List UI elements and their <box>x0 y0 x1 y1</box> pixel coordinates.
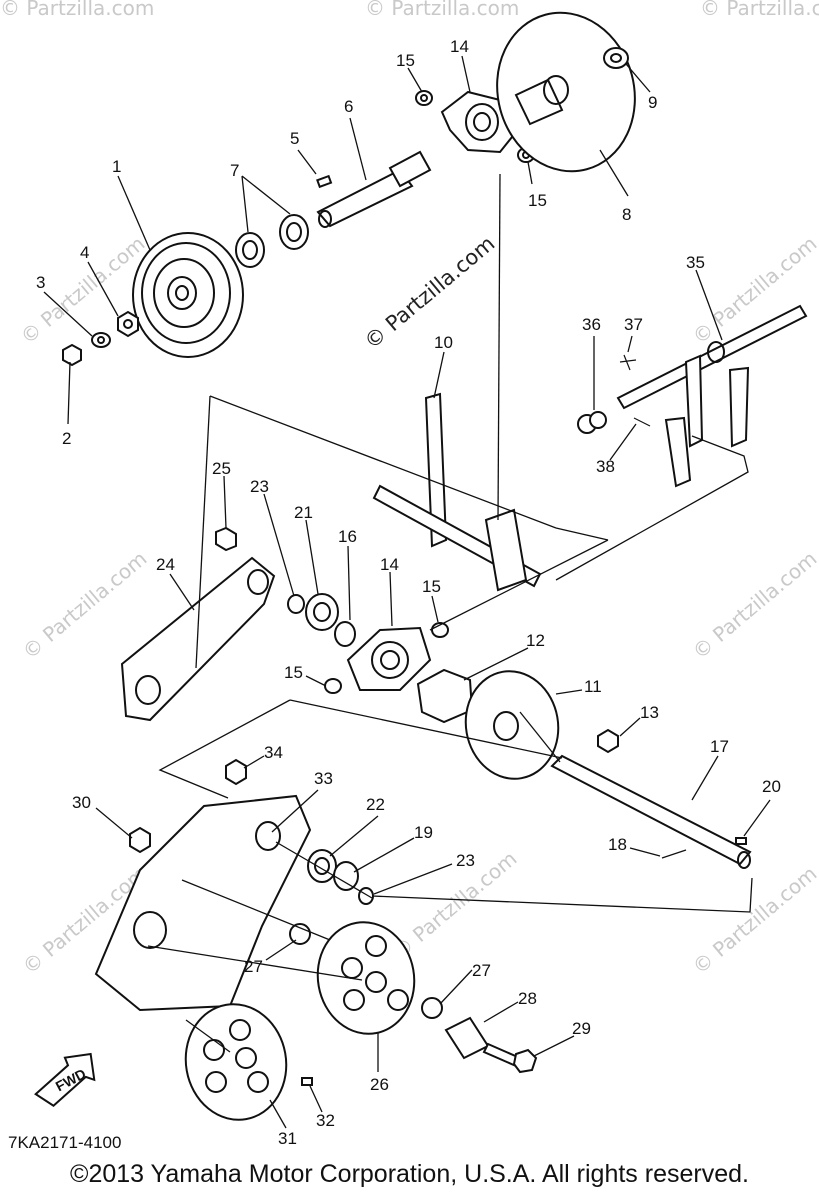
sprocket-26 <box>316 921 416 1035</box>
callout-20: 20 <box>762 777 781 796</box>
housing-14-mid <box>346 626 432 691</box>
collar-27-lower <box>421 997 443 1019</box>
washers-15-mid <box>324 622 449 694</box>
callout-35: 35 <box>686 253 705 272</box>
shift-shaft-35 <box>616 304 808 488</box>
fwd-arrow-icon: FWD <box>34 1052 96 1107</box>
nut-30 <box>129 826 151 854</box>
watermark-center: © Partzilla.com <box>360 231 500 354</box>
callout-14: 14 <box>450 37 469 56</box>
bolt-25 <box>215 526 237 552</box>
callout-2: 2 <box>62 429 71 448</box>
callout-23: 23 <box>456 851 475 870</box>
watermark-faint: © Partzilla.com <box>688 546 819 664</box>
watermark-faint: © Partzilla.com <box>18 546 152 664</box>
lever-10 <box>372 392 542 592</box>
ring-23-upper <box>287 594 305 614</box>
callout-16: 16 <box>338 527 357 546</box>
callout-34: 34 <box>264 743 283 762</box>
callout-5: 5 <box>290 129 299 148</box>
callout-30: 30 <box>72 793 91 812</box>
callout-13: 13 <box>640 703 659 722</box>
watermark-faint: © Partzilla.com <box>388 846 522 964</box>
pulley-1 <box>132 232 244 358</box>
watermark-faint: © Partzilla.com <box>365 0 519 20</box>
nut-4 <box>117 310 139 338</box>
callout-15: 15 <box>284 663 303 682</box>
drum-11 <box>464 670 560 780</box>
diagram-code: 7KA2171-4100 <box>8 1133 121 1152</box>
callout-7: 7 <box>230 161 239 180</box>
callout-4: 4 <box>80 243 89 262</box>
callout-10: 10 <box>434 333 453 352</box>
callout-24: 24 <box>156 555 175 574</box>
sprocket-31 <box>184 1003 288 1121</box>
callout-12: 12 <box>526 631 545 650</box>
watermark-faint: © Partzilla.com <box>700 0 819 20</box>
pin-37 <box>619 354 637 371</box>
pin-18 <box>661 849 687 859</box>
callout-26: 26 <box>370 1075 389 1094</box>
callout-29: 29 <box>572 1019 591 1038</box>
callout-32: 32 <box>316 1111 335 1130</box>
callout-17: 17 <box>710 737 729 756</box>
callout-27: 27 <box>472 961 491 980</box>
ring-16 <box>334 621 356 647</box>
collar-27-upper <box>289 923 311 945</box>
bearing-21 <box>305 593 339 631</box>
nuts-36 <box>577 411 607 434</box>
callout-6: 6 <box>344 97 353 116</box>
callout-22: 22 <box>366 795 385 814</box>
callout-18: 18 <box>608 835 627 854</box>
callout-9: 9 <box>648 93 657 112</box>
watermark-faint: © Partzilla.com <box>688 861 819 979</box>
callout-23: 23 <box>250 477 269 496</box>
bolt-29 <box>482 1042 538 1074</box>
bolt-34 <box>225 758 247 786</box>
key-5 <box>316 174 333 189</box>
watermark-faint: © Partzilla.com <box>0 0 154 20</box>
spacer-28 <box>444 1016 490 1060</box>
callout-14: 14 <box>380 555 399 574</box>
callout-36: 36 <box>582 315 601 334</box>
callout-27: 27 <box>244 957 263 976</box>
bolt-2 <box>62 343 82 367</box>
callout-33: 33 <box>314 769 333 788</box>
shaft-6 <box>316 150 432 228</box>
bearing-22 <box>307 849 337 883</box>
washer-9 <box>603 47 629 69</box>
callout-8: 8 <box>622 205 631 224</box>
key-32 <box>301 1077 313 1086</box>
callout-25: 25 <box>212 459 231 478</box>
callout-1: 1 <box>112 157 121 176</box>
callout-15: 15 <box>422 577 441 596</box>
shaft-17 <box>550 754 752 869</box>
copyright-notice: ©2013 Yamaha Motor Corporation, U.S.A. A… <box>70 1160 749 1188</box>
sprocket-19 <box>333 861 359 891</box>
callout-37: 37 <box>624 315 643 334</box>
key-20 <box>735 837 747 845</box>
callout-3: 3 <box>36 273 45 292</box>
callout-15: 15 <box>396 51 415 70</box>
hub-12 <box>416 668 474 724</box>
bearings-7 <box>235 214 309 268</box>
callout-31: 31 <box>278 1129 297 1148</box>
callout-28: 28 <box>518 989 537 1008</box>
leader-lines <box>43 55 771 1129</box>
washer-3 <box>91 332 111 348</box>
pin-38 <box>633 417 651 427</box>
sheave-8 <box>496 11 636 173</box>
ring-23-lower <box>358 887 374 905</box>
callout-11: 11 <box>584 677 602 696</box>
callout-labels: 1 2 3 4 5 6 7 8 9 10 11 12 13 14 14 15 1… <box>36 37 781 1148</box>
chaincase-33 <box>94 794 312 1012</box>
callout-21: 21 <box>294 503 313 522</box>
callout-19: 19 <box>414 823 433 842</box>
callout-38: 38 <box>596 457 615 476</box>
housing-14-top <box>440 90 518 154</box>
callout-15: 15 <box>528 191 547 210</box>
bolt-13 <box>597 728 619 754</box>
